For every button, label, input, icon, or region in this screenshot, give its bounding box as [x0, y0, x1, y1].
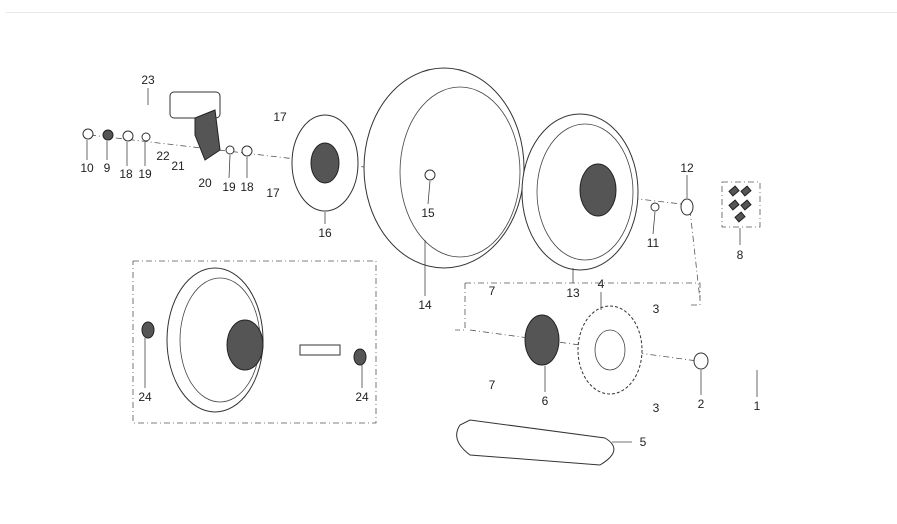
callout: 17 — [273, 110, 287, 124]
axle — [693, 352, 801, 377]
callout: 8 — [737, 248, 744, 262]
brake-caliper — [169, 91, 221, 161]
callout: 18 — [240, 180, 254, 194]
callout: 1 — [754, 399, 761, 413]
callout: 5 — [640, 435, 647, 449]
callout: 4 — [598, 277, 605, 291]
rear-wheel — [521, 113, 694, 271]
callout: 22 — [156, 149, 170, 163]
callout: 3 — [653, 302, 660, 316]
callout: 13 — [566, 286, 580, 300]
callout: 23 — [141, 73, 155, 87]
callout: 18 — [119, 167, 133, 181]
callout: 15 — [421, 206, 435, 220]
callout: 9 — [104, 161, 111, 175]
drive-belt — [456, 419, 615, 466]
callout: 24 — [138, 390, 152, 404]
brake-disc — [291, 114, 359, 212]
callout: 19 — [138, 167, 152, 181]
callout: 24 — [355, 390, 369, 404]
callout: 20 — [198, 176, 212, 190]
callout: 2 — [698, 397, 705, 411]
top-divider — [6, 12, 897, 13]
callout: 17 — [266, 186, 280, 200]
front-wheel — [141, 267, 367, 413]
callout: 10 — [80, 161, 94, 175]
callout-labels: 23 10 9 18 19 22 21 20 19 18 17 17 16 15… — [80, 73, 760, 449]
tire — [363, 67, 525, 269]
callout: 7 — [489, 284, 496, 298]
front-wheel-group-box — [132, 260, 377, 424]
sprocket-hub — [524, 314, 560, 366]
callout: 16 — [318, 226, 332, 240]
sprocket — [577, 305, 643, 395]
callout: 11 — [647, 236, 660, 250]
callout: 21 — [171, 159, 185, 173]
callout: 14 — [418, 298, 432, 312]
callout: 19 — [222, 180, 236, 194]
callout: 7 — [489, 378, 496, 392]
callout: 12 — [680, 161, 694, 175]
small-parts-left — [82, 128, 253, 157]
sprocket-group-box — [455, 283, 466, 331]
callout: 6 — [542, 394, 549, 408]
bearing-kit-box — [721, 181, 761, 228]
callout: 3 — [653, 401, 660, 415]
bearing-kit-icon — [728, 185, 752, 223]
